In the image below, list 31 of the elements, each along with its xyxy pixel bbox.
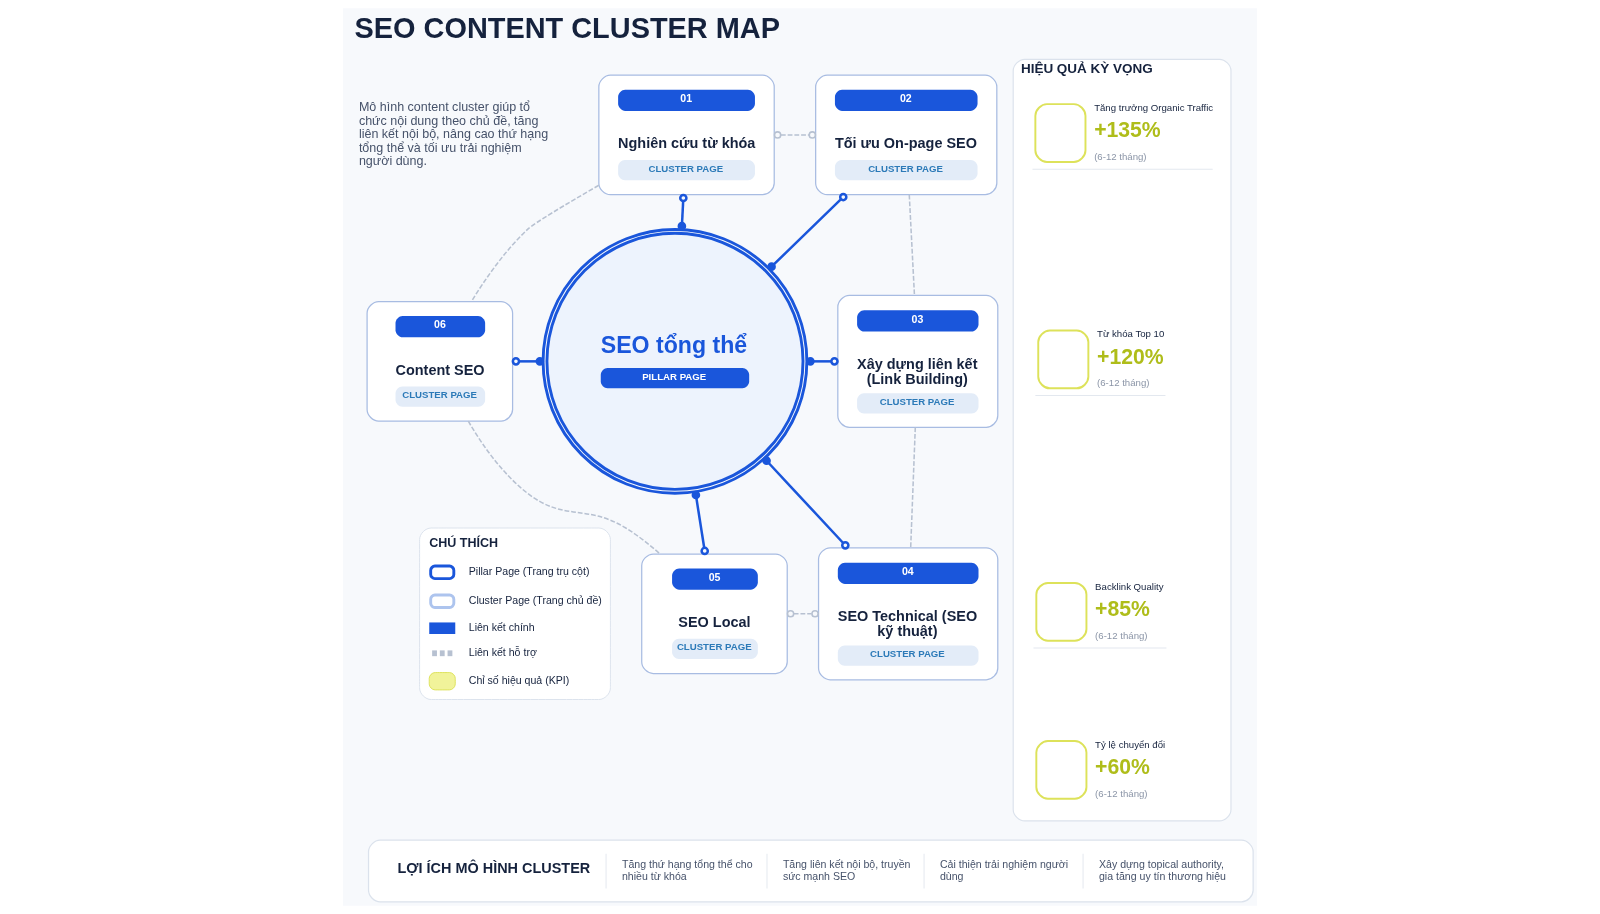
diagram-title: SEO CONTENT CLUSTER MAP [354, 12, 780, 45]
connector [691, 490, 710, 556]
connector [467, 420, 661, 555]
legend-label: Cluster Page (Trang chủ đề) [468, 593, 602, 606]
node-box: 04 SEO Technical (SEO kỹ thuật) CLUSTER PAGE [817, 547, 999, 681]
legend-label: Liên kết chính [468, 620, 535, 633]
legend-label: Pillar Page (Trang trụ cột) [468, 565, 590, 578]
node-box: 06 Content SEO CLUSTER PAGE [366, 301, 514, 422]
connector [908, 194, 916, 296]
node-label: Tỷ lệ chuyển đổi [1095, 738, 1166, 750]
connector [677, 193, 688, 231]
connector [470, 184, 600, 303]
connector [909, 426, 917, 549]
connector [773, 131, 817, 139]
connector [762, 456, 850, 550]
node-box: 05 SEO Local CLUSTER PAGE [641, 553, 788, 675]
node-box: LỢI ÍCH MÔ HÌNH CLUSTER Tăng thứ hạng tổng thể cho nhiều từ khóa Tăng liên kết nội bộ, truyền sức mạnh SEO Cải thiện trải nghiệm người dùng Xây dựng topical authority, gia tăng uy tín thương hiệu [367, 839, 1254, 903]
legend-label: Liên kết hỗ trợ [468, 645, 537, 658]
node-label: +60% [1095, 755, 1150, 779]
node-box: 03 Xây dựng liên kết (Link Building) CLUSTER PAGE [837, 294, 999, 428]
node-box [1035, 740, 1088, 800]
connector [806, 357, 839, 366]
node-box: 02 Tối ưu On-page SEO CLUSTER PAGE [815, 74, 998, 196]
node-box: 01 Nghiên cứu từ khóa CLUSTER PAGE [598, 74, 775, 196]
connector [786, 609, 819, 618]
connector [511, 357, 545, 366]
label: Mô hình content cluster giúp tổ chức nội dung theo chủ đề, tăng liên kết nội bộ, nâng cao thứ hạng tổng thể và tối ưu trải nghiệm người dùng. [358, 100, 549, 169]
connector [767, 192, 848, 271]
node-label: (6-12 tháng) [1095, 787, 1148, 799]
label: CHÚ THÍCH [429, 535, 499, 550]
legend-label: Chỉ số hiệu quả (KPI) [468, 673, 570, 686]
